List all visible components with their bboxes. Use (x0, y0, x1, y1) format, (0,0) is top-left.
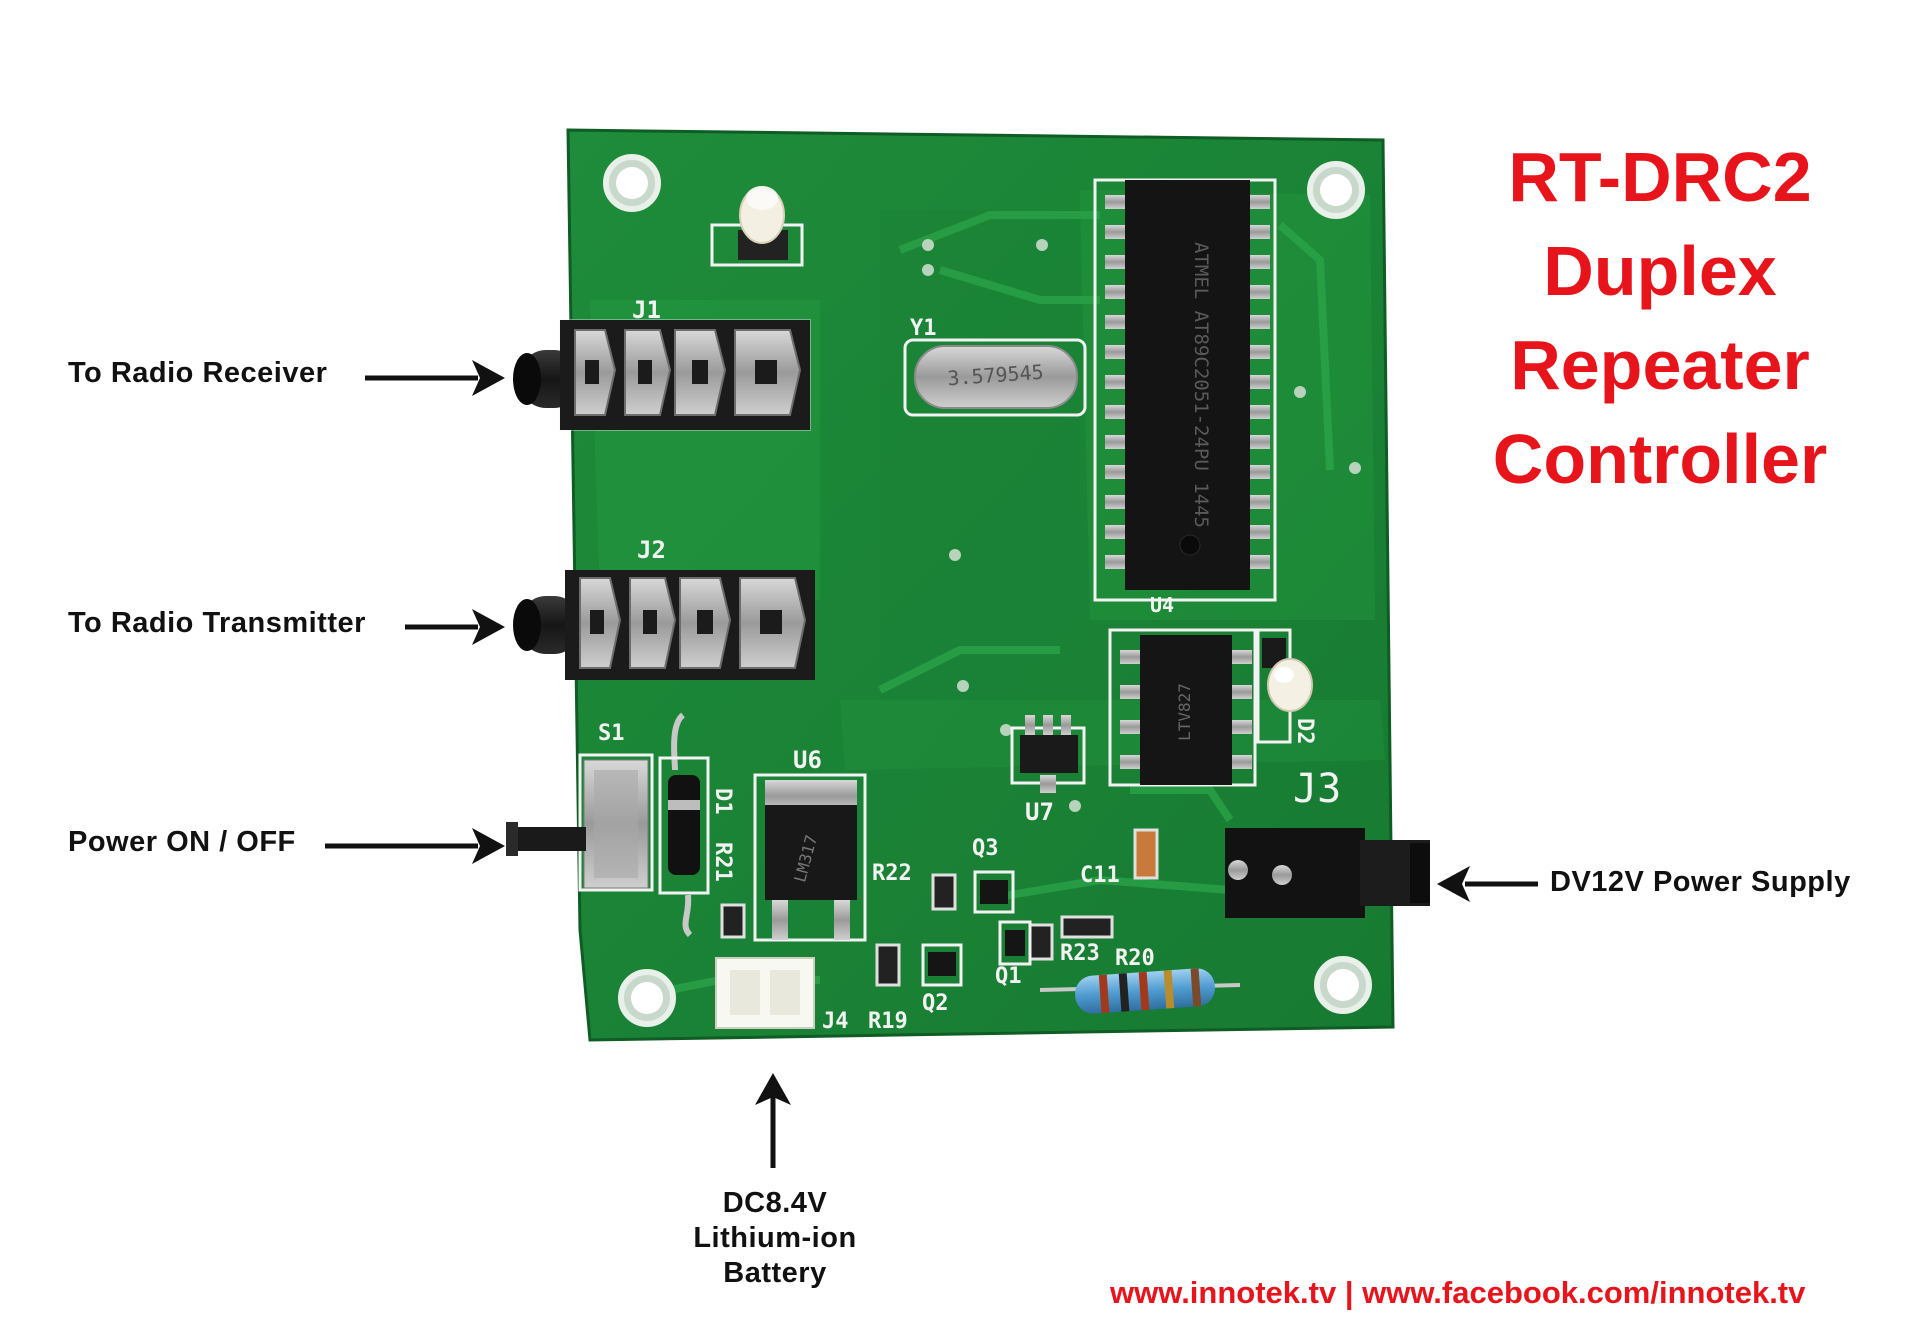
power-slide-switch (506, 753, 654, 892)
j1-audio-jack (513, 319, 811, 431)
label-u4: U4 (1150, 593, 1174, 617)
title-line-2: Duplex (1543, 232, 1777, 310)
footer-links: www.innotek.tv | www.facebook.com/innote… (1110, 1275, 1806, 1310)
arrow-to-transmitter (405, 609, 505, 645)
label-r20: R20 (1115, 946, 1155, 971)
label-d1: D1 (710, 788, 735, 815)
title-line-3: Repeater (1510, 326, 1810, 404)
smd-components (720, 828, 1159, 987)
title-line-4: Controller (1492, 420, 1828, 498)
label-r22: R22 (872, 861, 912, 886)
battery-connector-j4 (715, 957, 815, 1029)
label-j4: J4 (822, 1009, 849, 1034)
label-j3: J3 (1293, 766, 1341, 812)
transistor-q2 (921, 943, 963, 987)
title-line-1: RT-DRC2 (1508, 138, 1812, 216)
optocoupler-marking: LTV827 (1175, 683, 1194, 741)
label-j1: J1 (632, 296, 661, 324)
led-d2 (1256, 628, 1313, 744)
regulator-u6: LM317 (753, 773, 867, 942)
resistor-r20 (1039, 968, 1241, 1014)
battery-line-1: DC8.4V (722, 1187, 828, 1219)
mcu-marking: ATMEL AT89C2051-24PU 1445 (1190, 242, 1212, 528)
regulator-u7 (1010, 715, 1086, 793)
label-u6: U6 (793, 746, 822, 774)
dc-power-jack-j3 (1225, 828, 1430, 918)
microcontroller-u4: ATMEL AT89C2051-24PU 1445 (1093, 178, 1277, 602)
arrow-to-power-supply (1437, 866, 1538, 902)
label-q1: Q1 (995, 964, 1022, 989)
label-j2: J2 (637, 536, 666, 564)
battery-line-2: Lithium-ion (693, 1222, 857, 1254)
callout-radio-transmitter: To Radio Transmitter (68, 607, 366, 639)
product-title: RT-DRC2 Duplex Repeater Controller (1440, 130, 1880, 506)
label-q3: Q3 (972, 836, 999, 861)
diode-d1 (658, 712, 710, 938)
led-top (710, 186, 804, 267)
label-c11: C11 (1080, 863, 1120, 888)
arrow-to-receiver (365, 360, 505, 396)
j2-audio-jack (513, 570, 815, 680)
callout-power-supply: DV12V Power Supply (1550, 866, 1851, 898)
arrow-to-power-switch (325, 828, 505, 864)
label-u7: U7 (1025, 798, 1054, 826)
label-r23: R23 (1060, 941, 1100, 966)
transistor-q3 (973, 870, 1015, 914)
optocoupler: LTV827 (1108, 628, 1257, 787)
callout-power-switch: Power ON / OFF (68, 826, 296, 858)
callout-radio-receiver: To Radio Receiver (68, 357, 328, 389)
label-s1: S1 (598, 721, 625, 746)
label-q2: Q2 (922, 991, 949, 1016)
label-d2: D2 (1292, 718, 1317, 745)
battery-line-3: Battery (723, 1257, 827, 1289)
label-y1: Y1 (910, 316, 937, 341)
callout-battery: DC8.4V Lithium-ion Battery (655, 1186, 895, 1291)
transistor-q1 (998, 920, 1032, 966)
label-r21: R21 (710, 842, 735, 882)
mounting-hole (1314, 956, 1372, 1014)
arrow-to-battery (755, 1073, 791, 1168)
mounting-hole (1307, 161, 1365, 219)
crystal-y1: 3.579545 (903, 338, 1087, 417)
mounting-hole (618, 969, 676, 1027)
mounting-hole (603, 154, 661, 212)
label-r19: R19 (868, 1009, 908, 1034)
